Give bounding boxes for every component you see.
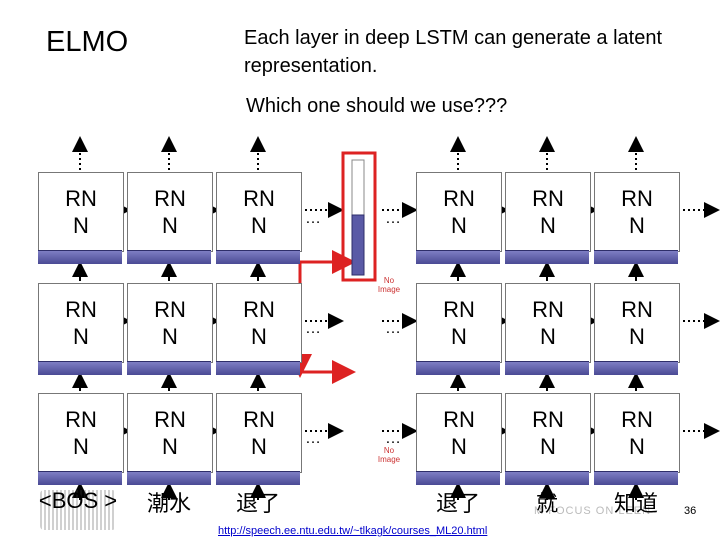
- rnn-cell: RN N: [216, 172, 302, 252]
- rnn-cell: RN N: [216, 393, 302, 473]
- rnn-cell-label: RN N: [532, 186, 564, 238]
- rnn-cell-label: RN N: [243, 186, 275, 238]
- slide-subtitle: Each layer in deep LSTM can generate a l…: [244, 27, 663, 77]
- hidden-state-bar: [127, 250, 211, 264]
- ellipsis: …: [385, 210, 401, 227]
- rnn-cell-label: RN N: [443, 297, 475, 349]
- rnn-cell-label: RN N: [154, 297, 186, 349]
- rnn-cell-label: RN N: [65, 297, 97, 349]
- hidden-state-bar: [216, 361, 300, 375]
- hidden-state-bar: [594, 361, 678, 375]
- rnn-cell: RN N: [505, 172, 591, 252]
- rnn-cell: RN N: [127, 172, 213, 252]
- input-word: 潮水: [146, 491, 191, 516]
- ellipsis: …: [305, 430, 321, 447]
- rnn-cell: RN N: [127, 283, 213, 363]
- rnn-cell: RN N: [594, 283, 680, 363]
- rnn-cell-label: RN N: [621, 186, 653, 238]
- rnn-cell: RN N: [216, 283, 302, 363]
- rnn-cell: RN N: [416, 283, 502, 363]
- rnn-cell-label: RN N: [154, 407, 186, 459]
- university-logo: [40, 490, 116, 530]
- rnn-cell-label: RN N: [443, 407, 475, 459]
- rnn-cell: RN N: [127, 393, 213, 473]
- rnn-cell-label: RN N: [621, 407, 653, 459]
- rnn-cell: RN N: [416, 172, 502, 252]
- input-word: 退了: [235, 491, 280, 516]
- question-text: Which one should we use???: [246, 95, 508, 117]
- hidden-state-bar: [505, 250, 589, 264]
- embedding-vector-top: [351, 159, 365, 216]
- ellipsis: …: [385, 320, 401, 337]
- no-image-placeholder: No Image: [377, 446, 401, 464]
- input-word: 退了: [435, 491, 480, 516]
- rnn-cell-label: RN N: [243, 407, 275, 459]
- rnn-cell: RN N: [38, 283, 124, 363]
- rnn-cell: RN N: [505, 283, 591, 363]
- rnn-cell-label: RN N: [243, 297, 275, 349]
- hidden-state-bar: [416, 361, 500, 375]
- rnn-cell-label: RN N: [443, 186, 475, 238]
- ellipsis: …: [305, 320, 321, 337]
- hidden-state-bar: [127, 471, 211, 485]
- input-word: 知道: [613, 491, 658, 516]
- rnn-cell-label: RN N: [65, 407, 97, 459]
- rnn-cell: RN N: [38, 172, 124, 252]
- input-word: <BOS >: [38, 488, 118, 513]
- hidden-state-bar: [594, 471, 678, 485]
- hidden-state-bar: [38, 250, 122, 264]
- page-number: 36: [684, 505, 697, 517]
- rnn-cell-label: RN N: [532, 407, 564, 459]
- embedding-vector-bottom: [351, 214, 365, 276]
- input-word: 就: [535, 491, 558, 516]
- ellipsis: …: [305, 210, 321, 227]
- hidden-state-bar: [505, 361, 589, 375]
- hidden-state-bar: [505, 471, 589, 485]
- no-image-placeholder: No Image: [377, 276, 401, 294]
- rnn-cell-label: RN N: [532, 297, 564, 349]
- rnn-cell-label: RN N: [65, 186, 97, 238]
- hidden-state-bar: [127, 361, 211, 375]
- hidden-state-bar: [216, 471, 300, 485]
- ellipsis: …: [385, 430, 401, 447]
- rnn-cell: RN N: [38, 393, 124, 473]
- rnn-cell: RN N: [594, 172, 680, 252]
- hidden-state-bar: [594, 250, 678, 264]
- rnn-cell: RN N: [594, 393, 680, 473]
- highlight-box: [341, 151, 377, 282]
- watermark-text: M FOCUS ON LEEN: [534, 505, 652, 517]
- slide-title: ELMO: [46, 26, 129, 58]
- footer-link[interactable]: http://speech.ee.ntu.edu.tw/~tlkagk/cour…: [218, 525, 488, 537]
- hidden-state-bar: [216, 250, 300, 264]
- hidden-state-bar: [38, 471, 122, 485]
- hidden-state-bar: [38, 361, 122, 375]
- rnn-cell-label: RN N: [154, 186, 186, 238]
- rnn-cell: RN N: [416, 393, 502, 473]
- hidden-state-bar: [416, 250, 500, 264]
- hidden-state-bar: [416, 471, 500, 485]
- rnn-cell-label: RN N: [621, 297, 653, 349]
- rnn-cell: RN N: [505, 393, 591, 473]
